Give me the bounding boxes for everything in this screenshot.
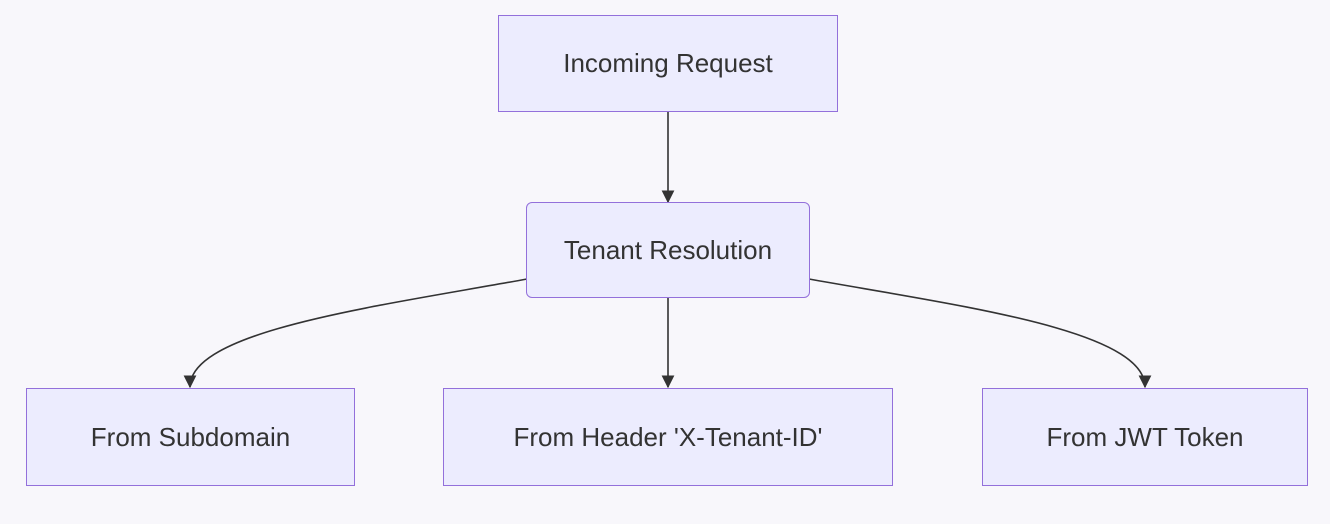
node-from-subdomain: From Subdomain — [26, 388, 355, 486]
node-from-header: From Header 'X-Tenant-ID' — [443, 388, 893, 486]
node-from-jwt-token-label: From JWT Token — [1046, 421, 1244, 452]
node-tenant-resolution-label: Tenant Resolution — [563, 234, 773, 265]
node-incoming-request: Incoming Request — [498, 15, 838, 112]
node-from-jwt-token: From JWT Token — [982, 388, 1308, 486]
edge-tenant-to-jwt — [808, 278, 1152, 389]
node-from-subdomain-label: From Subdomain — [90, 421, 291, 452]
node-tenant-resolution: Tenant Resolution — [526, 202, 810, 298]
node-from-header-label: From Header 'X-Tenant-ID' — [513, 421, 823, 452]
edge-tenant-to-subdomain — [183, 278, 528, 389]
node-incoming-request-label: Incoming Request — [563, 48, 773, 78]
